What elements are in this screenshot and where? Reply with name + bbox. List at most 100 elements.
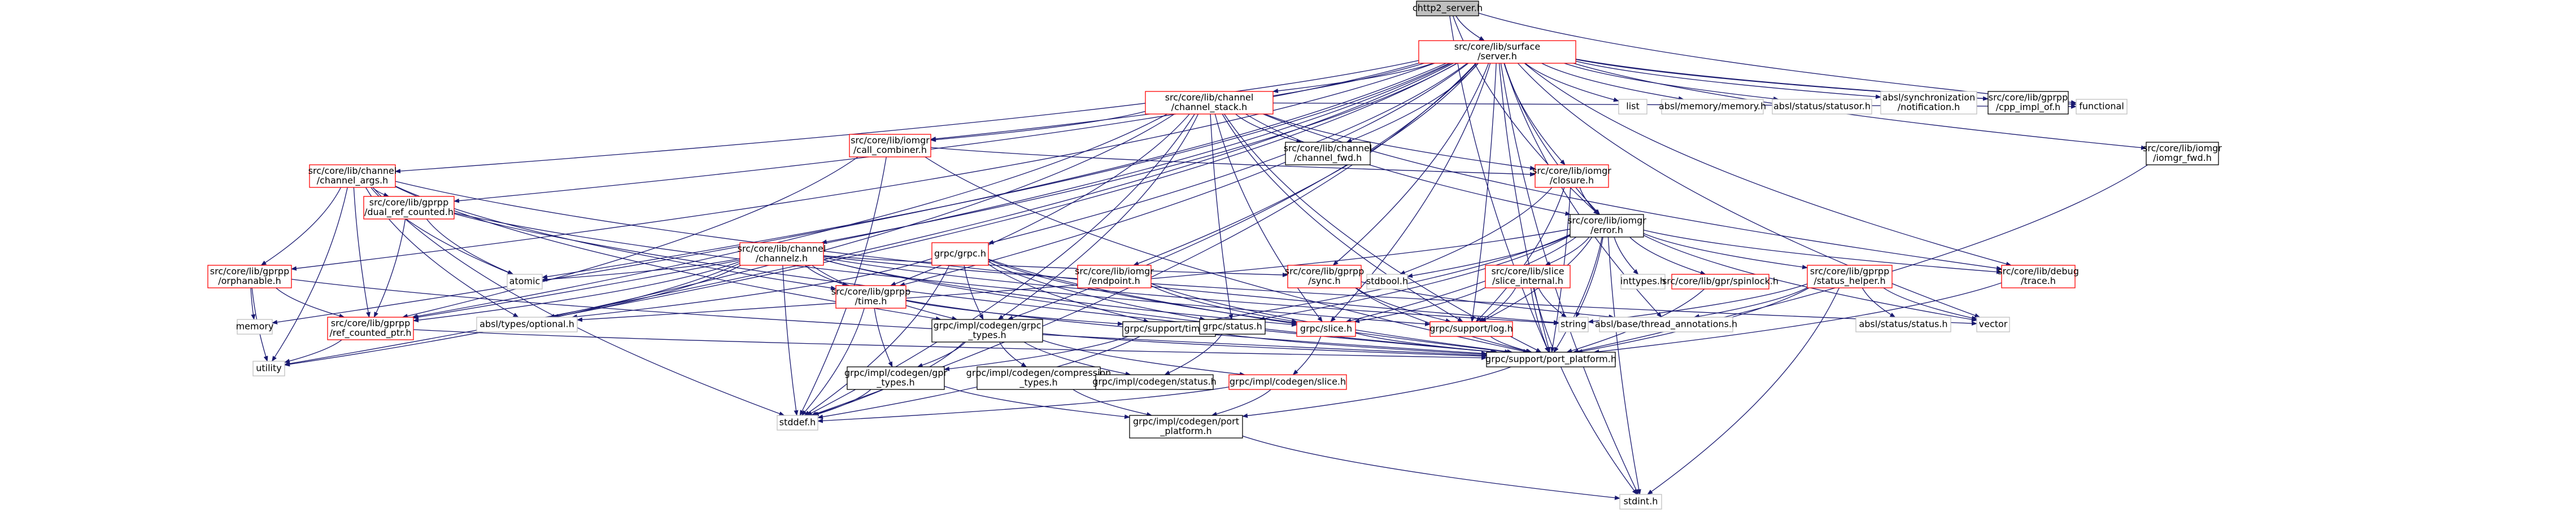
node-box-functional <box>2076 99 2128 115</box>
edge-server-to-trace <box>1524 63 2012 266</box>
node-stdbool[interactable]: stdbool.h <box>1366 274 1408 290</box>
node-box-ref_counted_ptr <box>327 317 414 340</box>
node-stddef[interactable]: stddef.h <box>777 415 818 431</box>
node-inttypes[interactable]: inttypes.h <box>1620 274 1666 290</box>
node-server[interactable]: src/core/lib/surface/server.h <box>1418 40 1576 64</box>
node-vector[interactable]: vector <box>1976 317 2010 332</box>
node-label-absl_optional-0: absl/types/optional.h <box>480 319 574 330</box>
edge-error-to-string <box>1575 236 1603 318</box>
node-channelz[interactable]: src/core/lib/channel/channelz.h <box>738 242 826 266</box>
node-port_platform[interactable]: grpc/support/port_platform.h <box>1485 352 1616 367</box>
node-label-status_helper-0: src/core/lib/gprpp <box>1810 266 1889 277</box>
node-functional[interactable]: functional <box>2076 99 2128 115</box>
edge-grpc_types-to-port_platform <box>1042 333 1487 358</box>
node-label-channel_stack-1: /channel_stack.h <box>1171 102 1247 113</box>
edge-grpc_h-to-grpc_types <box>964 265 984 320</box>
node-absl_status[interactable]: absl/status/status.h <box>1855 317 1951 332</box>
edge-channelz-to-atomic <box>542 258 740 282</box>
node-label-gpr_types-1: _types.h <box>876 377 914 388</box>
node-dual_ref[interactable]: src/core/lib/gprpp/dual_ref_counted.h <box>363 196 455 220</box>
node-absl_memory[interactable]: absl/memory/memory.h <box>1659 99 1766 115</box>
node-grpc_h[interactable]: grpc/grpc.h <box>931 242 989 266</box>
edge-channelz-to-stddef <box>782 265 799 416</box>
edge-grpc_h-to-status_h <box>988 261 1206 321</box>
node-compression_types[interactable]: grpc/impl/codegen/compression_types.h <box>966 366 1112 390</box>
edge-closure-to-stdbool <box>1399 187 1553 275</box>
node-ref_counted_ptr[interactable]: src/core/lib/gprpp/ref_counted_ptr.h <box>327 317 414 340</box>
edge-error-to-inttypes <box>1614 236 1639 275</box>
edge-gpr_types-to-stddef <box>813 389 871 417</box>
edge-closure-to-log_h <box>1475 187 1565 322</box>
edge-port_platform-to-codegen_port_platform <box>1242 366 1511 418</box>
node-box-endpoint <box>1077 265 1152 288</box>
node-codegen_status[interactable]: grpc/impl/codegen/status.h <box>1092 374 1217 390</box>
node-slice_h[interactable]: grpc/slice.h <box>1296 321 1356 337</box>
edge-error-to-absl_optional <box>577 229 1571 322</box>
node-channel_stack[interactable]: src/core/lib/channel/channel_stack.h <box>1145 91 1274 115</box>
edge-grpc_types-to-codegen_slice <box>1042 340 1245 376</box>
node-label-slice_internal-1: /slice_internal.h <box>1492 275 1563 287</box>
node-label-channelz-0: src/core/lib/channel <box>738 243 826 254</box>
node-box-channel_stack <box>1145 91 1274 115</box>
node-atomic[interactable]: atomic <box>507 274 543 290</box>
node-codegen_port_platform[interactable]: grpc/impl/codegen/port_platform.h <box>1129 415 1243 439</box>
node-stdint[interactable]: stdint.h <box>1619 494 1662 510</box>
edge-grpc_h-to-stddef <box>804 265 950 416</box>
edge-server-to-channel_stack <box>1272 63 1433 93</box>
node-codegen_slice[interactable]: grpc/impl/codegen/slice.h <box>1228 374 1347 390</box>
dependency-nodes: chttp2_server.h src/core/lib/surface/serv… <box>207 1 2222 510</box>
node-grpc_types[interactable]: grpc/impl/codegen/grpc_types.h <box>931 319 1043 343</box>
edge-trace-to-port_platform <box>1593 282 2002 354</box>
node-gpr_types[interactable]: grpc/impl/codegen/gpr_types.h <box>844 366 948 390</box>
node-root[interactable]: chttp2_server.h <box>1413 1 1483 16</box>
node-status_helper[interactable]: src/core/lib/gprpp/status_helper.h <box>1807 265 1893 288</box>
node-label-absl_statusor-0: absl/status/statusor.h <box>1773 101 1871 112</box>
node-time_h[interactable]: src/core/lib/gprpp/time.h <box>831 285 910 309</box>
node-box-orphanable <box>207 265 292 288</box>
node-box-iomgr_fwd <box>2146 142 2219 165</box>
node-label-dual_ref-1: /dual_ref_counted.h <box>364 207 454 218</box>
node-orphanable[interactable]: src/core/lib/gprpp/orphanable.h <box>207 265 292 288</box>
node-slice_internal[interactable]: src/core/lib/slice/slice_internal.h <box>1485 265 1571 288</box>
node-absl_statusor[interactable]: absl/status/statusor.h <box>1772 99 1872 115</box>
node-channel_fwd[interactable]: src/core/lib/channel/channel_fwd.h <box>1284 142 1372 165</box>
edge-grpc_types-to-gpr_types <box>917 341 966 367</box>
edge-server-to-atomic <box>542 63 1450 279</box>
node-label-cpp_impl_of-1: /cpp_impl_of.h <box>1996 102 2061 113</box>
node-log_h[interactable]: grpc/support/log.h <box>1429 321 1513 337</box>
node-absl_optional[interactable]: absl/types/optional.h <box>476 317 578 332</box>
node-box-time_h <box>835 285 906 309</box>
node-sync[interactable]: src/core/lib/gprpp/sync.h <box>1285 265 1364 288</box>
node-box-root <box>1416 1 1479 16</box>
node-channel_args[interactable]: src/core/lib/channel/channel_args.h <box>308 164 397 188</box>
node-status_h[interactable]: grpc/status.h <box>1199 319 1266 335</box>
node-trace[interactable]: src/core/lib/debug/trace.h <box>1998 265 2079 288</box>
edge-orphanable-to-memory <box>250 287 256 320</box>
node-label-endpoint-0: src/core/lib/iomgr <box>1075 266 1154 277</box>
node-thread_annotations[interactable]: absl/base/thread_annotations.h <box>1595 317 1737 332</box>
node-box-codegen_port_platform <box>1129 415 1243 439</box>
node-absl_notification[interactable]: absl/synchronization/notification.h <box>1880 91 1977 115</box>
node-label-atomic-0: atomic <box>509 276 541 287</box>
node-call_combiner[interactable]: src/core/lib/iomgr/call_combiner.h <box>849 134 931 157</box>
node-error[interactable]: src/core/lib/iomgr/error.h <box>1567 214 1646 238</box>
node-label-list-0: list <box>1626 101 1640 112</box>
node-list[interactable]: list <box>1618 99 1647 115</box>
node-label-gpr_types-0: grpc/impl/codegen/gpr <box>844 367 948 378</box>
edge-server-to-channelz <box>821 63 1458 244</box>
node-box-codegen_slice <box>1228 374 1347 390</box>
node-string[interactable]: string <box>1558 317 1589 332</box>
node-label-closure-1: /closure.h <box>1550 175 1594 186</box>
edge-sync-to-port_platform <box>1355 287 1532 353</box>
node-spinlock[interactable]: src/core/lib/gpr/spinlock.h <box>1662 274 1779 290</box>
node-utility[interactable]: utility <box>252 361 285 376</box>
node-label-time_h-1: /time.h <box>855 296 887 306</box>
node-endpoint[interactable]: src/core/lib/iomgr/endpoint.h <box>1075 265 1154 288</box>
node-box-stdint <box>1619 494 1662 510</box>
node-iomgr_fwd[interactable]: src/core/lib/iomgr/iomgr_fwd.h <box>2143 142 2222 165</box>
node-cpp_impl_of[interactable]: src/core/lib/gprpp/cpp_impl_of.h <box>1987 91 2069 115</box>
edge-server-to-list <box>1525 63 1619 102</box>
node-label-absl_memory-0: absl/memory/memory.h <box>1659 101 1766 112</box>
node-memory[interactable]: memory <box>236 319 274 335</box>
node-closure[interactable]: src/core/lib/iomgr/closure.h <box>1532 164 1611 188</box>
